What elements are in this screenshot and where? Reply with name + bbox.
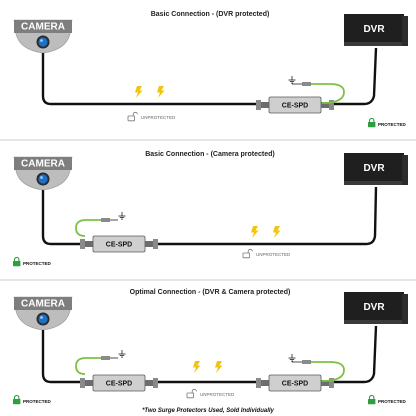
lock-icon	[367, 394, 376, 405]
ce-spd-icon: CE-SPD	[255, 96, 335, 114]
ground-symbol-icon	[288, 75, 296, 84]
ground-wire	[75, 357, 102, 375]
ground-connector	[101, 356, 110, 360]
ce-spd-icon: CE-SPD	[79, 374, 159, 392]
dvr-label: DVR	[363, 302, 385, 313]
spd-label: CE-SPD	[282, 103, 308, 110]
coax-cable	[41, 190, 80, 246]
camera-icon: CAMERA	[13, 156, 73, 191]
lightning-icon	[157, 86, 165, 98]
protected-label: PROTECTED	[378, 399, 407, 404]
dvr-icon: DVR	[344, 292, 408, 324]
camera-icon: CAMERA	[13, 19, 73, 54]
camera-label: CAMERA	[21, 159, 65, 170]
dvr-label: DVR	[363, 163, 385, 174]
coax-cable	[146, 186, 378, 246]
camera-label: CAMERA	[21, 22, 65, 33]
dvr-icon: DVR	[344, 14, 408, 46]
unprotected-label: UNPROTECTED	[141, 115, 176, 120]
lock-icon	[12, 394, 21, 405]
lightning-icon	[273, 226, 281, 238]
lightning-icon	[215, 361, 223, 373]
panel-optimal-connection: Optimal Connection - (DVR & Camera prote…	[12, 289, 408, 405]
ground-symbol-icon	[118, 211, 126, 220]
ce-spd-icon: CE-SPD	[255, 374, 335, 392]
ground-connector	[302, 82, 311, 86]
coax-cable	[41, 53, 256, 106]
unprotected-label: UNPROTECTED	[256, 252, 291, 257]
lightning-icon	[251, 226, 259, 238]
coax-cable	[322, 325, 378, 384]
unlock-icon	[127, 111, 138, 122]
spd-label: CE-SPD	[282, 381, 308, 388]
panel-dvr-protected: Basic Connection - (DVR protected) CAMER…	[13, 11, 408, 128]
spd-label: CE-SPD	[106, 242, 132, 249]
panel-title: Basic Connection - (DVR protected)	[151, 11, 270, 18]
ground-connector	[302, 360, 311, 364]
ce-spd-icon: CE-SPD	[79, 235, 159, 253]
protected-label: PROTECTED	[23, 399, 52, 404]
panel-camera-protected: Basic Connection - (Camera protected) CA…	[12, 151, 408, 267]
protected-label: PROTECTED	[23, 261, 52, 266]
lightning-icon	[193, 361, 201, 373]
dvr-label: DVR	[363, 24, 385, 35]
lock-icon	[12, 256, 21, 267]
lightning-icon	[135, 86, 143, 98]
ground-wire	[310, 361, 345, 382]
unlock-icon	[242, 248, 253, 259]
footnote: *Two Surge Protectors Used, Sold Individ…	[142, 408, 274, 414]
ground-wire	[75, 219, 102, 237]
coax-cable	[322, 47, 378, 106]
ground-symbol-icon	[118, 349, 126, 358]
ground-symbol-icon	[288, 353, 296, 362]
lock-icon	[367, 117, 376, 128]
panel-title: Optimal Connection - (DVR & Camera prote…	[130, 289, 291, 296]
unprotected-label: UNPROTECTED	[200, 392, 235, 397]
unlock-icon	[186, 388, 197, 399]
panel-title: Basic Connection - (Camera protected)	[145, 151, 275, 158]
camera-label: CAMERA	[21, 299, 65, 310]
spd-label: CE-SPD	[106, 381, 132, 388]
coax-cable	[41, 330, 80, 384]
ground-connector	[101, 218, 110, 222]
ground-wire	[310, 83, 345, 104]
dvr-icon: DVR	[344, 153, 408, 185]
protected-label: PROTECTED	[378, 122, 407, 127]
camera-icon: CAMERA	[13, 296, 73, 331]
